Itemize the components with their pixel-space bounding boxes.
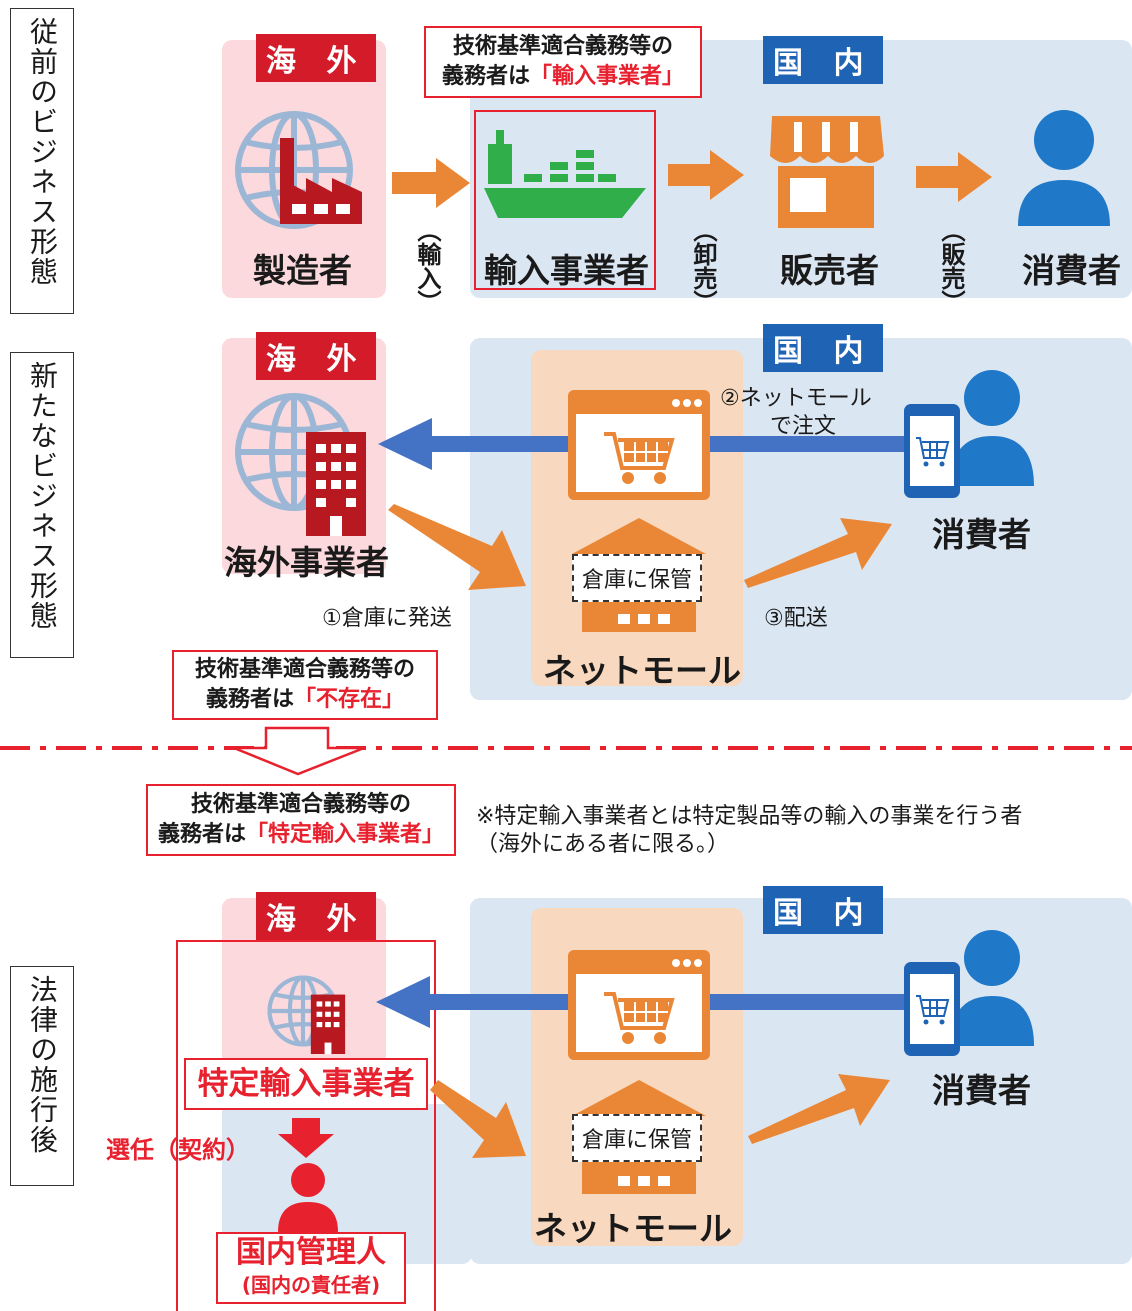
down-arrow-icon	[233, 726, 365, 776]
smartphone-icon	[904, 404, 960, 498]
domestic-badge: 国 内	[763, 886, 884, 934]
arrow-sale	[916, 152, 992, 202]
specified-importer-group-box	[176, 940, 436, 1311]
warehouse-icon	[572, 1080, 706, 1194]
footnote-line1: ※特定輸入事業者とは特定製品等の輸入の事業を行う者	[476, 804, 1023, 829]
overseas-badge: 海 外	[256, 892, 377, 940]
browser-cart-icon	[568, 390, 710, 500]
manufacturer-label: 製造者	[253, 251, 352, 290]
obligation-box-new: 技術基準適合義務等の 義務者は「不存在」	[172, 650, 438, 720]
net-mall-label: ネットモール	[534, 1209, 732, 1248]
row-label-after: 法律の施行後	[10, 966, 74, 1186]
overseas-badge: 海 外	[256, 34, 377, 82]
person-icon	[278, 1163, 338, 1232]
import-label: （輸入）	[413, 218, 441, 314]
warehouse-label: 倉庫に保管	[572, 1114, 703, 1162]
obligation-box-previous: 技術基準適合義務等の 義務者は「輸入事業者」	[424, 26, 702, 98]
smartphone-icon	[904, 962, 960, 1056]
row-label-new: 新たなビジネス形態	[10, 352, 74, 658]
arrow-ship-to-warehouse	[430, 1080, 526, 1158]
seller-label: 販売者	[780, 251, 879, 290]
obligation-box-after: 技術基準適合義務等の 義務者は「特定輸入事業者」	[146, 784, 456, 856]
overseas-badge: 海 外	[256, 332, 377, 380]
building-icon	[306, 432, 366, 536]
domestic-manager-box: 国内管理人 (国内の責任者)	[216, 1232, 406, 1304]
row-label-previous: 従前のビジネス形態	[10, 8, 74, 314]
domestic-badge: 国 内	[763, 36, 884, 84]
specified-importer-label-box: 特定輸入事業者	[184, 1058, 428, 1110]
net-mall-label: ネットモール	[543, 651, 741, 690]
step3-label: ③配送	[764, 606, 828, 631]
importer-label: 輸入事業者	[484, 251, 649, 290]
consumer-label: 消費者	[932, 515, 1031, 554]
arrow-delivery	[748, 1074, 890, 1144]
footnote-line2: （海外にある者に限る。）	[476, 832, 730, 857]
step2-label-line1: ②ネットモール	[720, 386, 872, 411]
appointment-label: 選任（契約）	[106, 1136, 250, 1164]
importer-highlight-box	[474, 110, 656, 290]
ship-icon	[484, 130, 646, 218]
sale-label: （販売）	[937, 218, 965, 314]
section-divider	[0, 746, 1132, 750]
warehouse-icon	[572, 518, 706, 632]
arrow-ship-to-warehouse	[388, 504, 526, 590]
factory-icon	[280, 138, 362, 224]
consumer-label: 消費者	[1022, 251, 1121, 290]
person-icon	[1018, 110, 1110, 226]
arrow-delivery	[744, 518, 892, 588]
step2-label-line2: で注文	[770, 414, 837, 439]
consumer-label: 消費者	[932, 1071, 1031, 1110]
building-icon	[310, 994, 346, 1054]
store-icon	[770, 116, 884, 228]
arrow-down-appoint	[278, 1118, 334, 1158]
browser-cart-icon	[568, 950, 710, 1060]
arrow-wholesale	[668, 150, 744, 200]
warehouse-label: 倉庫に保管	[572, 554, 703, 602]
arrow-import	[392, 158, 470, 208]
step1-label: ①倉庫に発送	[322, 606, 452, 631]
person-icon	[950, 370, 1034, 486]
overseas-business-label: 海外事業者	[224, 543, 389, 582]
person-icon	[950, 930, 1034, 1046]
domestic-badge: 国 内	[763, 324, 884, 372]
wholesale-label: （卸売）	[689, 218, 717, 314]
